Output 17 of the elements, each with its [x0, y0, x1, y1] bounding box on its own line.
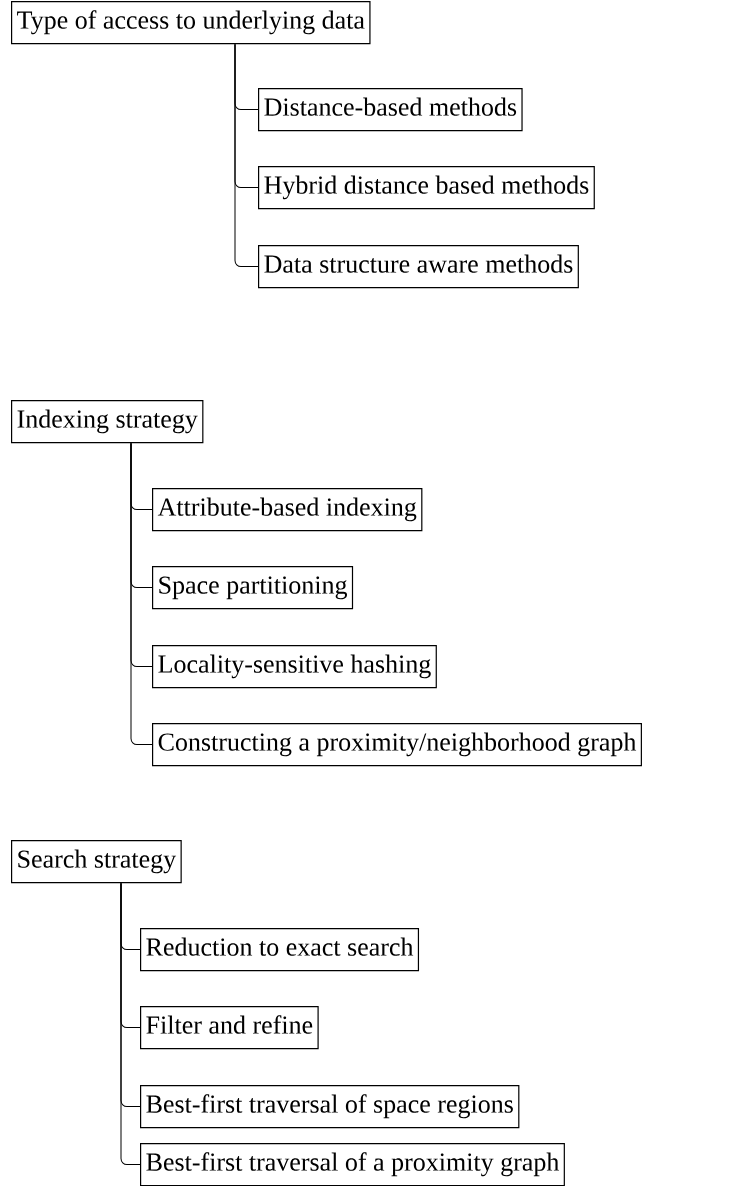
tree-connector: [120, 882, 141, 1166]
category-box: Locality-sensitive hashing: [152, 645, 437, 689]
tree-connector: [234, 43, 259, 268]
category-box: Space partitioning: [152, 566, 354, 610]
category-box: Search strategy: [11, 840, 182, 884]
category-box: Indexing strategy: [11, 400, 204, 444]
category-box: Filter and refine: [140, 1006, 319, 1050]
category-box: Attribute-based indexing: [152, 488, 423, 532]
category-box: Distance-based methods: [258, 88, 523, 132]
category-box: Constructing a proximity/neighborhood graph: [152, 723, 642, 767]
category-box: Reduction to exact search: [140, 928, 420, 972]
category-box: Best-first traversal of a proximity graph: [140, 1143, 565, 1186]
category-box: Type of access to underlying data: [11, 1, 371, 45]
category-box: Best-first traversal of space regions: [140, 1085, 520, 1129]
category-box: Data structure aware methods: [258, 245, 579, 289]
tree-connector: [130, 442, 153, 746]
category-box: Hybrid distance based methods: [258, 166, 595, 210]
